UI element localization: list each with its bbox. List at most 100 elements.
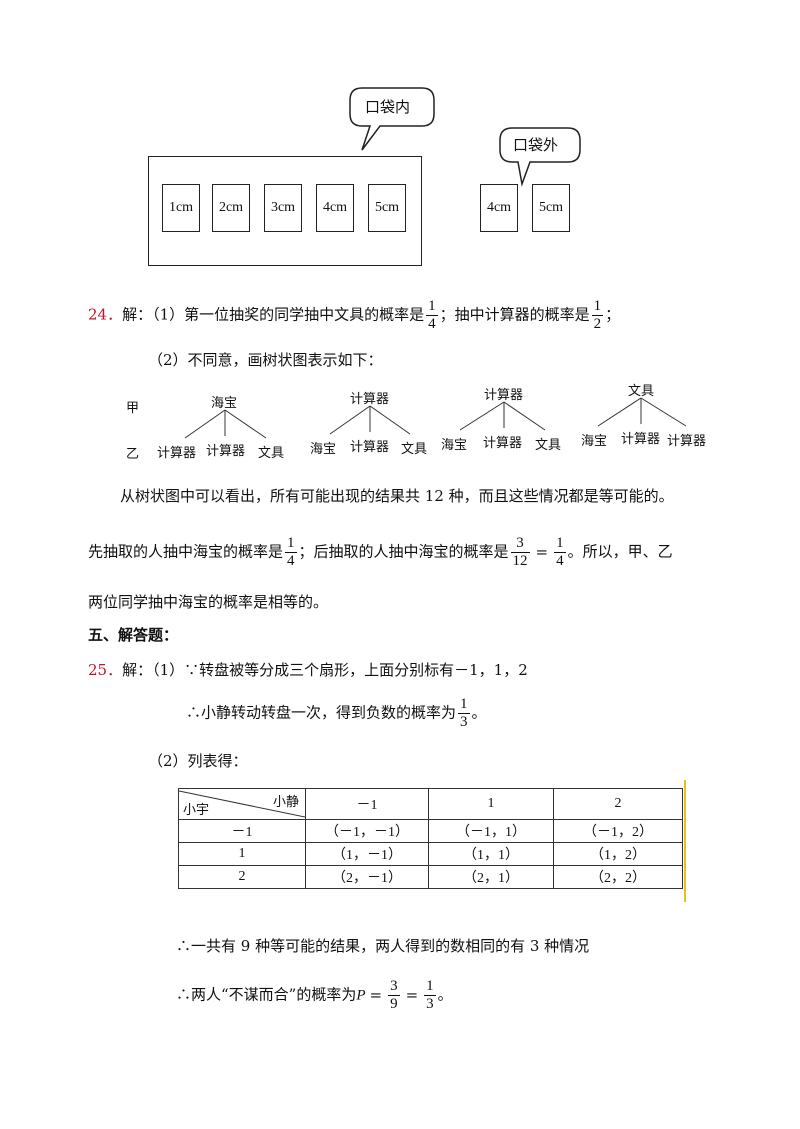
- table-header: 2: [553, 788, 683, 820]
- q24-frac3-num: 1: [287, 535, 295, 551]
- row-label: 2: [178, 865, 306, 889]
- table-cell: （－1，2）: [553, 819, 683, 843]
- q25-equals-1: =: [369, 985, 383, 1004]
- bubble-inside-label: 口袋内: [365, 98, 411, 116]
- tree2-leaf-3: 文具: [401, 442, 428, 457]
- q24-conclusion-1: 从树状图中可以看出，所有可能出现的结果共 12 种，而且这些情况都是等可能的。: [120, 487, 674, 505]
- tree4-root: 文具: [628, 384, 655, 399]
- q25-line2b: 。: [471, 703, 487, 722]
- table-cell: （2，2）: [553, 865, 683, 889]
- q24-conclusion-3: 两位同学抽中海宝的概率是相等的。: [88, 593, 329, 611]
- q24-end: ；: [605, 305, 621, 324]
- tree-lines: [184, 397, 687, 439]
- table-corner: 小静 小宇: [178, 788, 306, 820]
- q25-line2a: ∴小静转动转盘一次，得到负数的概率为: [186, 703, 457, 722]
- q25-part2: （2）列表得：: [148, 752, 248, 770]
- q25-frac1-num: 1: [460, 696, 468, 712]
- tree4-leaf-3: 计算器: [667, 434, 707, 449]
- tree4-leaf-2: 计算器: [621, 432, 661, 447]
- tree3-root: 计算器: [484, 388, 524, 403]
- tree4-leaf-1: 海宝: [581, 434, 608, 449]
- table-cell: （－1，1）: [428, 819, 554, 843]
- table-row: 2 （2，－1） （2，1） （2，2）: [178, 865, 683, 889]
- pocket-box: [148, 156, 422, 266]
- q25-lead: 解：（1）∵转盘被等分成三个扇形，上面分别标有－1，1，2: [122, 661, 528, 679]
- tree1-leaf-3: 文具: [258, 446, 285, 461]
- q25-conclusion-1: ∴一共有 9 种等可能的结果，两人得到的数相同的有 3 种情况: [176, 937, 590, 955]
- table-cell: （1，－1）: [305, 842, 429, 866]
- bubble-inside-shape: [349, 87, 435, 151]
- q25-frac2-den: 9: [388, 995, 400, 1012]
- q25-frac1-den: 3: [458, 713, 470, 730]
- tree2-leaf-1: 海宝: [310, 442, 337, 457]
- q24-frac2-den: 2: [591, 315, 604, 332]
- q25-frac3-num: 1: [426, 978, 434, 994]
- card-outside-1: 4cm: [480, 184, 518, 232]
- table-cell: （1，2）: [553, 842, 683, 866]
- q24-frac1-num: 1: [428, 298, 436, 314]
- q25-frac2-num: 3: [390, 978, 398, 994]
- q25-line1: 25．解：（1）∵转盘被等分成三个扇形，上面分别标有－1，1，2: [88, 660, 528, 680]
- card-inside-3: 3cm: [264, 184, 302, 232]
- table-cell: （1，1）: [428, 842, 554, 866]
- q24-frac4-num: 3: [516, 535, 524, 551]
- corner-top-label: 小静: [272, 795, 299, 810]
- q24-number: 24．: [88, 305, 123, 324]
- table-row: 1 （1，－1） （1，1） （1，2）: [178, 842, 683, 866]
- card-inside-5: 5cm: [368, 184, 406, 232]
- q24-line2c: 。所以，甲、乙: [567, 542, 673, 561]
- bubble-outside-shape: [499, 127, 581, 187]
- q24-frac2-num: 1: [593, 298, 602, 314]
- corner-diagonal: [179, 790, 305, 818]
- card-inside-1: 1cm: [162, 184, 200, 232]
- tree3-leaf-1: 海宝: [441, 438, 468, 453]
- card-inside-2: 2cm: [212, 184, 250, 232]
- table-cell: （－1，－1）: [305, 819, 429, 843]
- tree2-leaf-2: 计算器: [350, 440, 390, 455]
- bubble-outside-label: 口袋外: [513, 136, 559, 154]
- q24-frac4-den: 12: [510, 552, 530, 569]
- q24-frac5-den: 4: [554, 552, 566, 569]
- q24-frac1-den: 4: [426, 315, 438, 332]
- q25-p-symbol: P: [356, 987, 366, 1004]
- q25-c2a: ∴两人“不谋而合”的概率为: [176, 985, 357, 1004]
- tree-label-jia: 甲: [126, 401, 140, 416]
- q24-equals: =: [535, 542, 549, 561]
- table-header: 1: [428, 788, 554, 820]
- card-inside-4: 4cm: [316, 184, 354, 232]
- q24-line2b: ；后抽取的人抽中海宝的概率是: [298, 542, 509, 561]
- tree1-root: 海宝: [211, 396, 238, 411]
- q25-c2b: 。: [437, 985, 453, 1004]
- table-cell: （2，－1）: [305, 865, 429, 889]
- outcome-table: 小静 小宇 －1 1 2 －1 （－1，－1） （－1，1） （－1，2） 1 …: [178, 788, 683, 889]
- corner-bottom-label: 小宇: [183, 803, 210, 818]
- tree2-root: 计算器: [350, 392, 390, 407]
- table-header: －1: [305, 788, 429, 820]
- tree1-leaf-1: 计算器: [157, 446, 197, 461]
- card-outside-2: 5cm: [532, 184, 570, 232]
- q24-part2: （2）不同意，画树状图表示如下：: [148, 351, 383, 369]
- tree1-leaf-2: 计算器: [206, 444, 246, 459]
- q24-mid: ；抽中计算器的概率是: [439, 305, 590, 324]
- tree-label-yi: 乙: [126, 447, 140, 462]
- q24-lead: 解：（1）第一位抽奖的同学抽中文具的概率是: [122, 305, 425, 324]
- row-label: 1: [178, 842, 306, 866]
- table-cell: （2，1）: [428, 865, 554, 889]
- q24-frac5-num: 1: [556, 535, 564, 551]
- row-label: －1: [178, 819, 306, 843]
- q24-line2a: 先抽取的人抽中海宝的概率是: [88, 542, 284, 561]
- margin-marker: [684, 780, 686, 902]
- tree3-leaf-2: 计算器: [483, 436, 523, 451]
- section-heading: 五、解答题：: [88, 626, 179, 644]
